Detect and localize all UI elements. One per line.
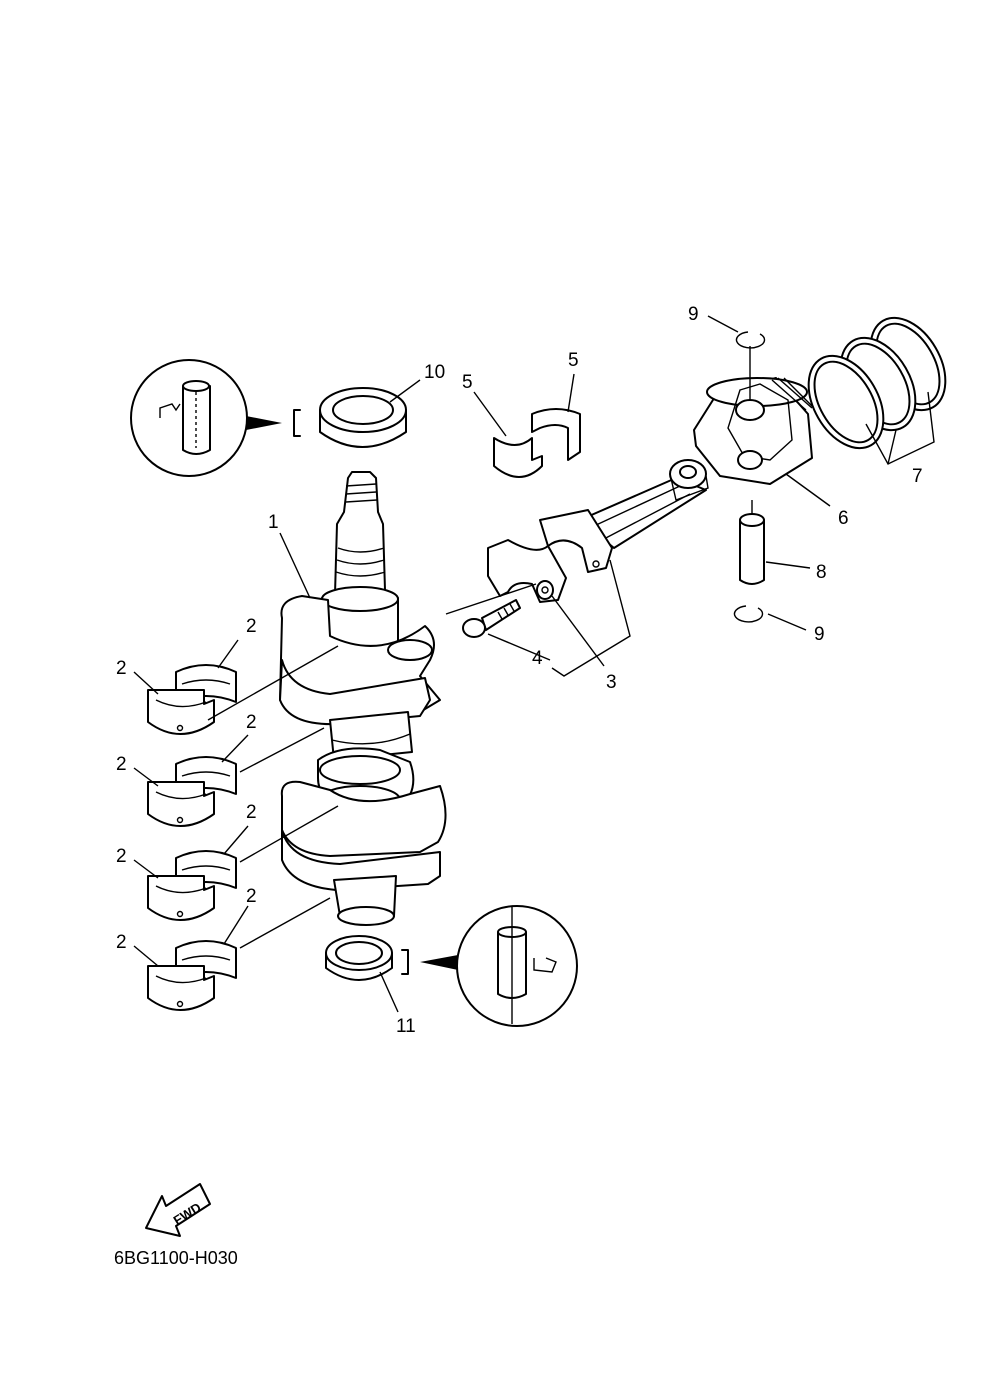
- leader-lines: [133, 315, 935, 1013]
- piston-pin[interactable]: [739, 513, 765, 585]
- piston-pin-clip-bottom[interactable]: [733, 605, 764, 623]
- callout-4: 4: [532, 648, 543, 669]
- callout-2: 2: [116, 658, 127, 679]
- callout-6: 6: [838, 508, 849, 529]
- callout-11: 11: [396, 1016, 416, 1037]
- callout-2: 2: [246, 802, 257, 823]
- callout-7: 7: [912, 466, 923, 487]
- oil-seal-bottom[interactable]: [325, 935, 393, 981]
- callout-1: 1: [268, 512, 279, 533]
- conrod-bolt[interactable]: [462, 599, 521, 638]
- piston-ring-set[interactable]: [793, 305, 960, 462]
- crankshaft[interactable]: [279, 471, 447, 926]
- seal-lubrication-detail-top: [130, 359, 301, 477]
- callout-2: 2: [116, 754, 127, 775]
- main-bearing-pair-2: [147, 756, 237, 827]
- callout-3: 3: [606, 672, 617, 693]
- diagram-code: 6BG1100-H030: [114, 1248, 238, 1268]
- main-bearing-pair-1: [147, 664, 237, 735]
- callout-2: 2: [246, 616, 257, 637]
- callout-2: 2: [116, 932, 127, 953]
- callout-8: 8: [816, 562, 827, 583]
- piston[interactable]: [693, 377, 817, 485]
- conrod-bearing-set[interactable]: [493, 408, 581, 478]
- callout-5: 5: [568, 350, 579, 371]
- callout-5: 5: [462, 372, 473, 393]
- callout-10: 10: [424, 362, 445, 383]
- callout-9: 9: [688, 304, 699, 325]
- oil-seal-top[interactable]: [319, 387, 407, 448]
- main-bearing-pair-3: [147, 850, 237, 921]
- callout-2: 2: [246, 712, 257, 733]
- callout-2: 2: [116, 846, 127, 867]
- callout-9: 9: [814, 624, 825, 645]
- main-bearing-pair-4: [147, 940, 237, 1011]
- main-bearing-set[interactable]: [147, 664, 237, 1011]
- forward-direction-arrow: FWD: [145, 1183, 211, 1237]
- seal-lubrication-detail-bottom: [401, 905, 578, 1027]
- callout-2: 2: [246, 886, 257, 907]
- connecting-rod[interactable]: [487, 459, 709, 603]
- piston-pin-clip-top[interactable]: [735, 331, 766, 349]
